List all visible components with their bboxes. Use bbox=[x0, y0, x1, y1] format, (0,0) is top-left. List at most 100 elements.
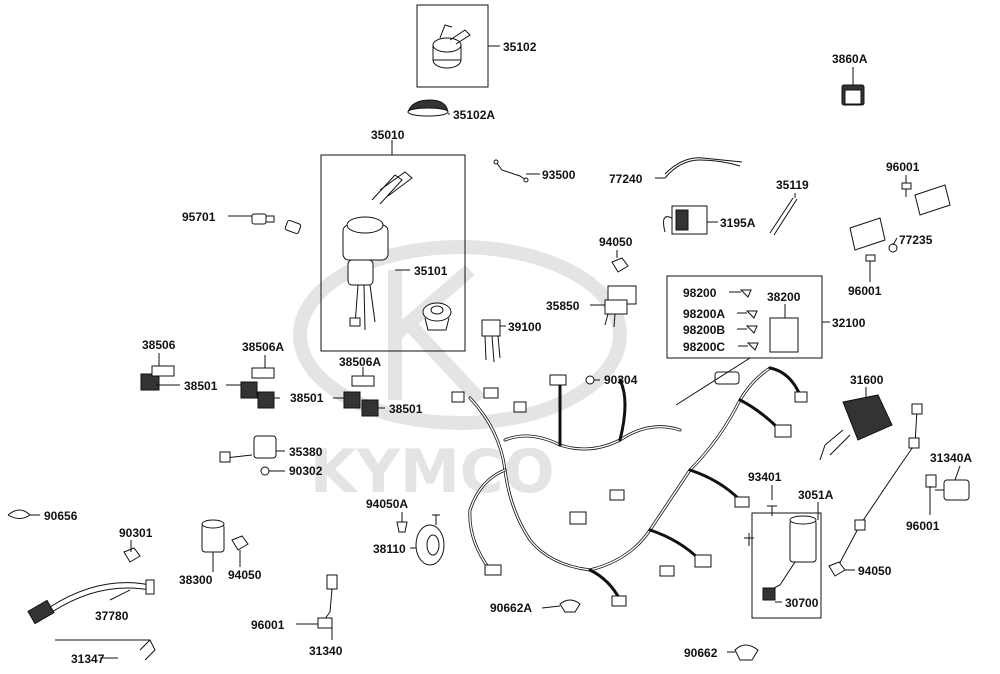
watermark-text: KYMCO bbox=[310, 437, 555, 507]
nut-part bbox=[611, 257, 629, 273]
part-labels: 35102 35102A 35010 35101 95701 93500 772… bbox=[44, 40, 972, 666]
horn-part bbox=[415, 514, 445, 566]
bolt-part bbox=[251, 213, 302, 235]
label-98200A: 98200A bbox=[683, 307, 725, 321]
module-3195A-part bbox=[663, 205, 708, 235]
label-95701: 95701 bbox=[182, 210, 216, 224]
label-90302: 90302 bbox=[289, 464, 323, 478]
label-98200: 98200 bbox=[683, 286, 717, 300]
cap-part bbox=[407, 99, 449, 117]
label-38110: 38110 bbox=[373, 542, 406, 556]
leader-lines bbox=[30, 45, 961, 659]
label-39100: 39100 bbox=[508, 320, 542, 334]
screw-part bbox=[901, 182, 912, 197]
label-93500: 93500 bbox=[542, 168, 576, 182]
label-35380: 35380 bbox=[289, 445, 323, 459]
rod-35119 bbox=[769, 197, 798, 236]
bolt-93401 bbox=[767, 505, 777, 516]
label-31347: 31347 bbox=[71, 652, 105, 666]
label-35102: 35102 bbox=[503, 40, 537, 54]
label-31600: 31600 bbox=[850, 373, 884, 387]
label-35010: 35010 bbox=[371, 128, 405, 142]
relay-socket-part bbox=[151, 365, 175, 377]
label-90662: 90662 bbox=[684, 646, 718, 660]
label-96001-top: 96001 bbox=[886, 160, 920, 174]
label-3051A: 3051A bbox=[798, 488, 834, 502]
connector-part bbox=[908, 437, 920, 449]
sensor-35380-part bbox=[219, 435, 277, 463]
label-90662A: 90662A bbox=[490, 601, 532, 615]
relay-39100-part bbox=[481, 319, 501, 363]
label-90304: 90304 bbox=[604, 373, 638, 387]
sensor-wire bbox=[835, 409, 918, 571]
bracket-31347 bbox=[55, 639, 156, 661]
label-38300: 38300 bbox=[179, 573, 213, 587]
nut-part bbox=[123, 547, 141, 563]
label-38501-b: 38501 bbox=[290, 391, 324, 405]
box-35010 bbox=[320, 154, 466, 352]
label-30700: 30700 bbox=[785, 596, 819, 610]
label-31340: 31340 bbox=[309, 644, 343, 658]
clip-90662 bbox=[734, 644, 759, 661]
cable-37780-part bbox=[27, 579, 155, 625]
sensor-31340A-part bbox=[925, 474, 970, 501]
band-part bbox=[7, 509, 31, 519]
label-94050-right: 94050 bbox=[858, 564, 892, 578]
label-93401: 93401 bbox=[748, 470, 782, 484]
label-96001-right: 96001 bbox=[906, 519, 940, 533]
relay-part bbox=[240, 381, 258, 399]
nut-part bbox=[828, 561, 846, 577]
label-90656: 90656 bbox=[44, 509, 78, 523]
label-98200C: 98200C bbox=[683, 340, 725, 354]
fuse-98200C bbox=[746, 342, 759, 351]
connector-part bbox=[911, 403, 923, 415]
label-35850: 35850 bbox=[546, 299, 580, 313]
label-38501-c: 38501 bbox=[389, 402, 423, 416]
label-38200: 38200 bbox=[767, 290, 801, 304]
label-3195A: 3195A bbox=[720, 216, 756, 230]
label-35119: 35119 bbox=[776, 178, 809, 192]
label-90301: 90301 bbox=[119, 526, 153, 540]
label-98200B: 98200B bbox=[683, 323, 725, 337]
relay-part bbox=[257, 391, 275, 409]
screw-part bbox=[865, 254, 876, 268]
ignition-coil-part bbox=[762, 515, 817, 601]
label-31340A: 31340A bbox=[930, 451, 972, 465]
key-cylinder-part bbox=[432, 24, 471, 69]
sensor-31340-part bbox=[317, 574, 338, 629]
nut-part bbox=[231, 535, 249, 551]
label-37780: 37780 bbox=[95, 609, 129, 623]
label-38506: 38506 bbox=[142, 338, 176, 352]
label-94050A: 94050A bbox=[366, 497, 408, 511]
label-32100: 32100 bbox=[832, 316, 866, 330]
flasher-part bbox=[201, 519, 225, 553]
label-77235: 77235 bbox=[899, 233, 933, 247]
relay-part bbox=[343, 391, 361, 409]
label-38506A-right: 38506A bbox=[339, 355, 381, 369]
relay-socket-part bbox=[251, 367, 275, 379]
switch-35850-part bbox=[604, 285, 637, 328]
label-3860A: 3860A bbox=[832, 52, 868, 66]
kymco-watermark: KYMCO bbox=[293, 240, 627, 507]
fuse-98200B bbox=[745, 325, 758, 334]
relay-socket-part bbox=[351, 375, 375, 387]
clip-90662A bbox=[559, 599, 581, 613]
label-96001-bottom: 96001 bbox=[251, 618, 285, 632]
rod-part bbox=[495, 161, 527, 181]
screw-90302 bbox=[260, 466, 270, 476]
box-3051A bbox=[751, 512, 822, 619]
main-wire-harness bbox=[451, 366, 808, 607]
bolt-part bbox=[744, 533, 754, 546]
label-96001-mid: 96001 bbox=[848, 284, 882, 298]
clip-94050A bbox=[396, 521, 408, 533]
label-94050-left: 94050 bbox=[228, 568, 262, 582]
label-94050-top: 94050 bbox=[599, 235, 633, 249]
label-35102A: 35102A bbox=[453, 108, 495, 122]
ignition-switch-part bbox=[342, 171, 452, 331]
bracket-part bbox=[849, 184, 951, 253]
cable-part bbox=[664, 159, 741, 179]
label-38501-a: 38501 bbox=[184, 379, 218, 393]
label-38506A-left: 38506A bbox=[242, 340, 284, 354]
fuse-box-part bbox=[769, 317, 799, 353]
